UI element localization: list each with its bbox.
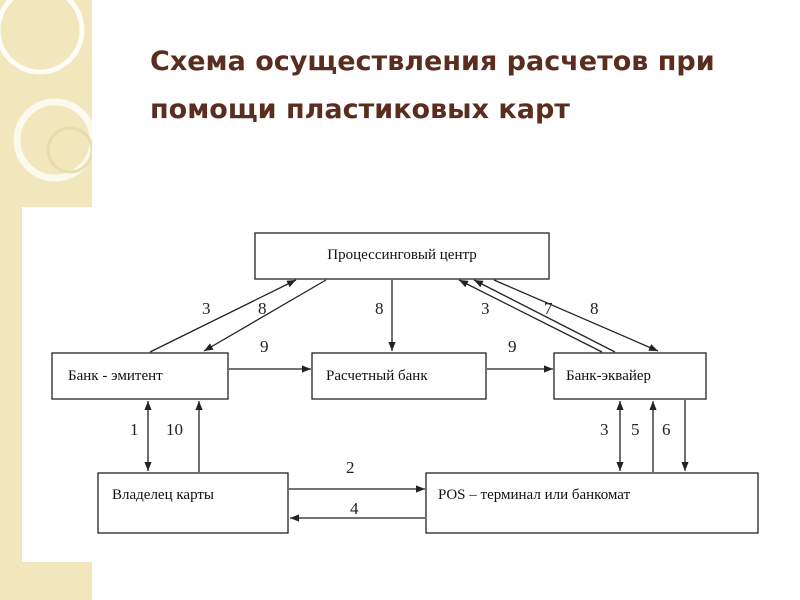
node-card-holder-label: Владелец карты [112, 487, 214, 503]
label-issuer-to-processing: 3 [202, 299, 211, 318]
arrow-acquirer-to-processing-7 [473, 279, 616, 353]
node-settlement-bank: Расчетный банк [311, 352, 487, 400]
arrow-processing-to-issuer [203, 279, 327, 352]
label-acquirer-pos-3: 3 [600, 420, 609, 439]
label-settlement-to-acquirer: 9 [508, 337, 517, 356]
label-acquirer-processing-7: 7 [544, 299, 553, 318]
label-pos-to-holder: 4 [350, 499, 359, 518]
arrow-acquirer-to-processing-3 [458, 279, 603, 353]
label-processing-to-issuer: 8 [258, 299, 267, 318]
arrow-processing-to-acquirer [493, 279, 659, 352]
label-acquirer-processing-3: 3 [481, 299, 490, 318]
label-processing-acquirer-8: 8 [590, 299, 599, 318]
label-processing-to-settlement: 8 [375, 299, 384, 318]
slide-title-line-2: помощи пластиковых карт [150, 94, 570, 125]
label-acquirer-pos-6: 6 [662, 420, 671, 439]
slide-title: Схема осуществления расчетов при помощи … [150, 38, 770, 134]
decorative-circles [0, 0, 92, 182]
label-holder-to-pos: 2 [346, 458, 355, 477]
label-pos-acquirer-5: 5 [631, 420, 640, 439]
node-processing-center: Процессинговый центр [254, 232, 550, 280]
slide-title-line-1: Схема осуществления расчетов при [150, 46, 715, 77]
node-pos-terminal-label: POS – терминал или банкомат [438, 487, 631, 503]
node-pos-terminal: POS – терминал или банкомат [425, 472, 759, 534]
node-processing-center-label: Процессинговый центр [327, 247, 476, 263]
node-settlement-bank-label: Расчетный банк [326, 368, 428, 384]
node-acquirer-bank: Банк-эквайер [553, 352, 707, 400]
node-card-holder: Владелец карты [97, 472, 289, 534]
label-holder-issuer-10: 10 [166, 420, 183, 439]
label-issuer-holder-1: 1 [130, 420, 139, 439]
arrow-issuer-to-processing [149, 279, 297, 353]
node-issuer-bank-label: Банк - эмитент [68, 368, 163, 384]
label-issuer-to-settlement: 9 [260, 337, 269, 356]
node-issuer-bank: Банк - эмитент [51, 352, 229, 400]
node-acquirer-bank-label: Банк-эквайер [566, 368, 651, 384]
